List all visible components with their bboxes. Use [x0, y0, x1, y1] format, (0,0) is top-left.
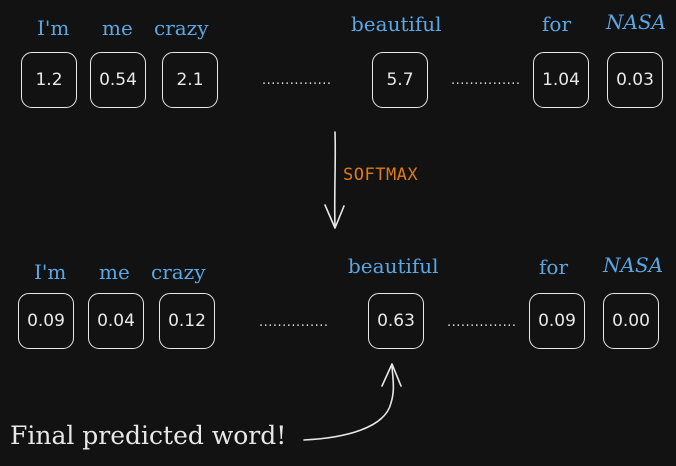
top-logit-value: 1.2 [35, 70, 63, 90]
top-logit-cell-for: 1.04 [533, 52, 589, 108]
bottom-prob-value: 0.00 [612, 311, 650, 331]
top-logit-cell-beautiful: 5.7 [372, 52, 428, 108]
bottom-prob-value: 0.09 [27, 311, 65, 331]
bottom-ellipsis-2: ............... [447, 315, 517, 330]
bottom-prob-cell-beautiful: 0.63 [368, 293, 424, 349]
top-logit-value: 5.7 [386, 70, 414, 90]
top-word-me: me [102, 16, 133, 40]
annotation-text: Final predicted word! [10, 421, 287, 450]
top-word-nasa: NASA [606, 10, 667, 34]
bottom-prob-value: 0.09 [538, 311, 576, 331]
bottom-word-im: I'm [34, 260, 67, 284]
top-word-for: for [542, 12, 572, 36]
top-logit-value: 2.1 [176, 70, 204, 90]
bottom-prob-value: 0.04 [97, 311, 135, 331]
top-ellipsis-2: ............... [451, 73, 521, 88]
top-word-beautiful: beautiful [351, 12, 442, 36]
bottom-prob-cell-im: 0.09 [18, 293, 74, 349]
top-word-crazy: crazy [154, 16, 209, 40]
top-word-im: I'm [37, 16, 70, 40]
top-logit-value: 1.04 [542, 70, 580, 90]
bottom-word-for: for [539, 255, 569, 279]
top-logit-cell-nasa: 0.03 [607, 52, 663, 108]
bottom-prob-cell-me: 0.04 [88, 293, 144, 349]
bottom-word-nasa: NASA [603, 253, 664, 277]
bottom-prob-value: 0.63 [377, 311, 415, 331]
bottom-word-me: me [99, 260, 130, 284]
bottom-prob-cell-nasa: 0.00 [603, 293, 659, 349]
top-ellipsis-1: ............... [262, 73, 332, 88]
softmax-label: SOFTMAX [343, 165, 419, 185]
bottom-word-crazy: crazy [151, 260, 206, 284]
top-logit-cell-me: 0.54 [90, 52, 146, 108]
bottom-prob-cell-crazy: 0.12 [159, 293, 215, 349]
bottom-prob-value: 0.12 [168, 311, 206, 331]
top-logit-cell-crazy: 2.1 [162, 52, 218, 108]
bottom-ellipsis-1: ............... [259, 315, 329, 330]
bottom-prob-cell-for: 0.09 [529, 293, 585, 349]
top-logit-value: 0.54 [99, 70, 137, 90]
top-logit-cell-im: 1.2 [21, 52, 77, 108]
bottom-word-beautiful: beautiful [348, 254, 439, 278]
top-logit-value: 0.03 [616, 70, 654, 90]
